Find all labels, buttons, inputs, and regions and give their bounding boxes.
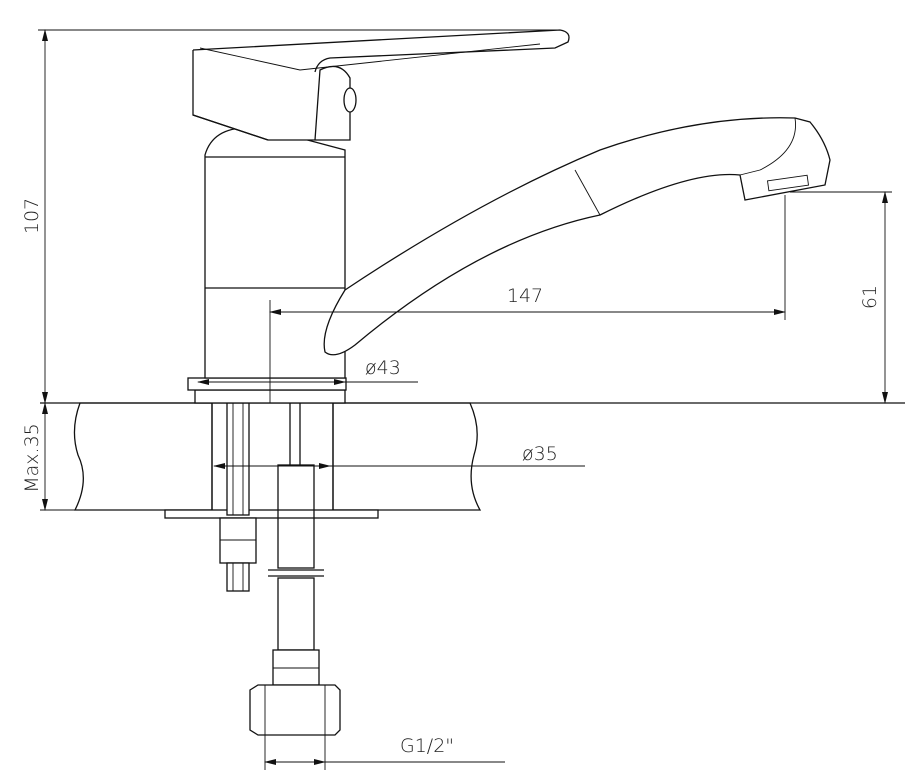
dim-label-d35: ø35 [522,443,558,465]
dimension-reach-147: 147 [269,195,786,403]
dimension-height-61: 61 [790,191,892,404]
hex-nut [249,684,341,770]
dim-label-107: 107 [21,198,43,234]
dimension-diameter-43: ø43 [197,357,418,385]
dim-label-d43: ø43 [365,357,401,379]
dimension-diameter-35: ø35 [213,443,585,469]
dimension-height-107: 107 [21,29,560,404]
dim-label-147: 147 [507,285,543,307]
dim-label-61: 61 [859,285,881,309]
dimension-thread: G1/2" [264,735,505,765]
dim-label-max35: Max.35 [21,423,43,493]
mounting-plate [164,509,379,519]
dim-label-thread: G1/2" [400,735,454,757]
spout [323,117,831,356]
countertop-section [40,402,905,511]
flexible-hose [268,403,324,686]
faucet-body [187,127,347,510]
lever-handle [192,29,570,141]
dimension-max-35: Max.35 [21,402,48,511]
mounting-stud [219,402,257,592]
